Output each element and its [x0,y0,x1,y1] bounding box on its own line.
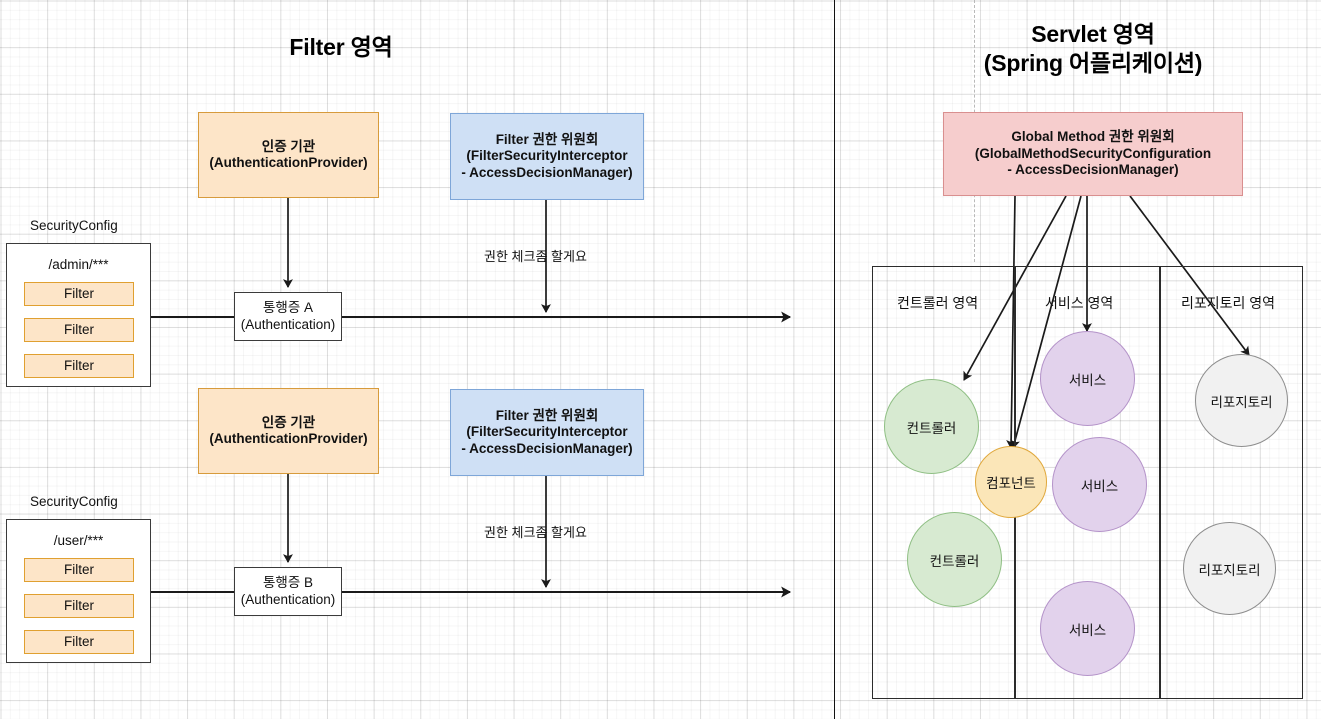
securityconfig-box-user[interactable]: /user/*** Filter Filter Filter [6,519,151,663]
component-node[interactable]: 컴포넌트 [975,446,1047,518]
filter-committee-line-3: - AccessDecisionManager) [461,164,633,180]
global-method-line-2: (GlobalMethodSecurityConfiguration [974,145,1212,161]
lane-title-service: 서비스 영역 [1045,295,1114,311]
authprovider-line-2: (AuthenticationProvider) [209,431,368,446]
lane-title-controller: 컨트롤러 영역 [897,295,979,311]
token-line-1: 통행증 B [262,575,313,591]
servlet-title-line-1: Servlet 영역 [1031,21,1155,47]
global-method-committee-box[interactable]: Global Method 권한 위원회 (GlobalMethodSecuri… [943,112,1243,196]
filter-chip[interactable]: Filter [24,318,134,342]
authprovider-line-1: 인증 기관 [261,138,316,154]
service-node[interactable]: 서비스 [1052,437,1147,532]
servlet-title-line-2: (Spring 어플리케이션) [983,50,1203,77]
repository-node[interactable]: 리포지토리 [1195,354,1288,447]
global-method-line-3: - AccessDecisionManager) [1007,162,1179,178]
service-node[interactable]: 서비스 [1040,331,1135,426]
filter-committee-line-2: (FilterSecurityInterceptor [466,148,628,164]
global-method-line-1: Global Method 권한 위원회 [1011,129,1175,145]
filter-committee-box-1[interactable]: Filter 권한 위원회 (FilterSecurityInterceptor… [450,113,644,200]
controller-node[interactable]: 컨트롤러 [884,379,979,474]
filter-committee-line-1: Filter 권한 위원회 [495,131,599,147]
token-line-2: (Authentication) [240,316,336,332]
securityconfig-box-admin[interactable]: /admin/*** Filter Filter Filter [6,243,151,387]
filter-committee-line-1: Filter 권한 위원회 [495,407,599,423]
securityconfig-pattern-admin: /admin/*** [48,257,109,272]
securityconfig-pattern-user: /user/*** [53,533,104,548]
filter-committee-line-2: (FilterSecurityInterceptor [466,424,628,440]
token-box-b[interactable]: 통행증 B (Authentication) [234,567,342,616]
filter-committee-line-3: - AccessDecisionManager) [461,440,633,456]
filter-chip[interactable]: Filter [24,558,134,582]
lane-repository [1160,266,1303,699]
filter-panel-title: Filter 영역 [289,34,393,60]
filter-committee-box-2[interactable]: Filter 권한 위원회 (FilterSecurityInterceptor… [450,389,644,476]
servlet-panel-title: Servlet 영역 (Spring 어플리케이션) [893,20,1293,79]
permission-check-label-1: 권한 체크좀 할게요 [484,249,587,264]
token-line-2: (Authentication) [240,591,336,607]
filter-chip[interactable]: Filter [24,282,134,306]
securityconfig-caption-user: SecurityConfig [30,494,118,509]
authprovider-line-2: (AuthenticationProvider) [209,155,368,170]
authentication-provider-box-1[interactable]: 인증 기관 (AuthenticationProvider) [198,112,379,198]
controller-node[interactable]: 컨트롤러 [907,512,1002,607]
filter-chip[interactable]: Filter [24,630,134,654]
filter-chip[interactable]: Filter [24,354,134,378]
service-node[interactable]: 서비스 [1040,581,1135,676]
authprovider-line-1: 인증 기관 [261,414,316,430]
permission-check-label-2: 권한 체크좀 할게요 [484,525,587,540]
panel-divider [834,0,835,719]
securityconfig-caption-admin: SecurityConfig [30,218,118,233]
token-line-1: 통행증 A [262,300,313,316]
token-box-a[interactable]: 통행증 A (Authentication) [234,292,342,341]
authentication-provider-box-2[interactable]: 인증 기관 (AuthenticationProvider) [198,388,379,474]
lane-title-repository: 리포지토리 영역 [1181,295,1276,311]
repository-node[interactable]: 리포지토리 [1183,522,1276,615]
filter-chip[interactable]: Filter [24,594,134,618]
